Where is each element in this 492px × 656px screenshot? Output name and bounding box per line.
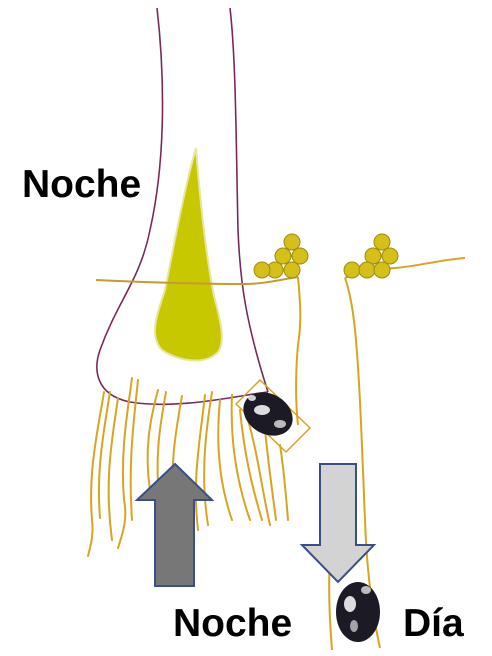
particle-lower [336, 582, 380, 642]
dot-cluster-right [344, 234, 398, 278]
dot-cluster-left [254, 234, 308, 278]
yellow-tissue [155, 148, 222, 360]
label-noche-bottom: Noche [173, 604, 292, 643]
particle-upper [235, 380, 310, 452]
label-noche-top: Noche [22, 165, 141, 204]
right-tube [296, 258, 465, 650]
label-dia: Día [403, 604, 464, 643]
